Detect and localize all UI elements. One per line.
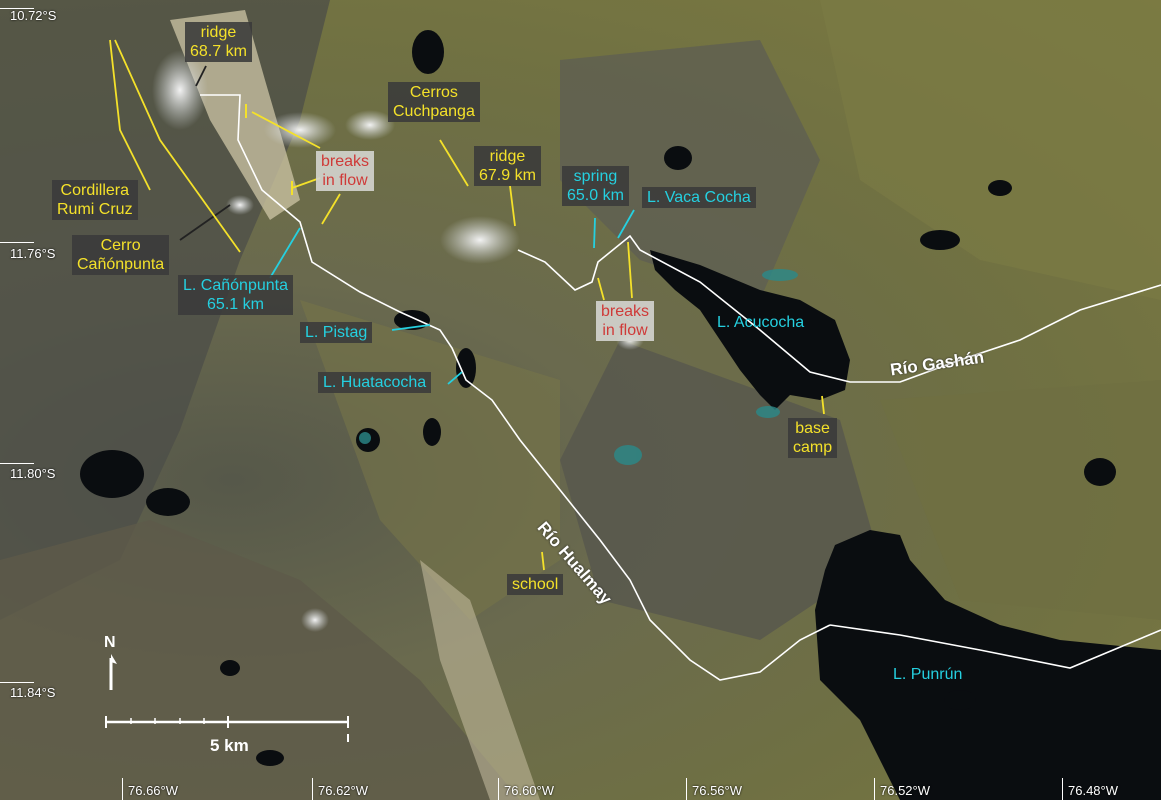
label-line: breaks [321,153,370,170]
lon-label-5: 76.52°W [880,783,931,798]
label-l-huatacocha: L. Huatacocha [318,372,432,393]
lon-label-2: 76.62°W [318,783,369,798]
leader-cerro-canonpunta [179,204,231,241]
rivers [200,94,1161,681]
leader-ridge-67-9 [509,185,516,227]
punrun-outlet-line [829,624,1161,669]
leader-breaks-2a [627,241,633,299]
label-line: ridge [200,24,237,41]
lon-label-6: 76.48°W [1068,783,1119,798]
leader-school [541,551,545,571]
leader-spring [593,217,596,249]
label-line: 67.9 km [479,167,536,184]
leader-lines [109,39,825,571]
label-line: L. Acucocha [717,314,805,331]
label-ridge-67-9: ridge 67.9 km [474,146,541,186]
leader-breaks-2b [597,277,605,301]
label-line: Cerro [100,237,141,254]
label-line: in flow [602,322,648,339]
label-line: spring [573,168,618,185]
label-line: 65.0 km [567,187,624,204]
label-line: ridge [489,148,526,165]
label-spring-65-0: spring 65.0 km [562,166,629,206]
label-l-punrun: L. Punrún [888,664,967,685]
lat-label-3: 11.80°S [10,466,56,481]
label-line: L. Cañónpunta [183,277,288,294]
label-line: Cerros [409,84,458,101]
lon-tick-2 [312,778,313,800]
lat-tick-4 [0,682,34,683]
lat-tick-1 [0,8,34,9]
lon-tick-4 [686,778,687,800]
lat-tick-2 [0,242,34,243]
label-ridge-68-7: ridge 68.7 km [185,22,252,62]
scale-bar-label: 5 km [210,736,249,755]
label-l-acucocha: L. Acucocha [712,312,809,333]
label-breaks-in-flow-1: breaks in flow [316,151,375,191]
label-line: L. Huatacocha [323,374,427,391]
label-line: 65.1 km [207,296,264,313]
leader-cuchpanga [439,139,469,187]
lon-tick-1 [122,778,123,800]
leader-breaks-1b [291,177,321,189]
lat-tick-3 [0,463,34,464]
lon-tick-6 [1062,778,1063,800]
north-arrow-icon [109,654,117,690]
label-l-pistag: L. Pistag [300,322,373,343]
label-line: Cordillera [60,182,130,199]
label-line: school [512,576,559,593]
leader-breaks-1c [321,193,341,225]
lon-label-1: 76.66°W [128,783,179,798]
rio-hualmay-line [200,94,831,681]
scale-bar [105,716,349,742]
label-school: school [507,574,564,595]
upper-river-line [517,234,1161,383]
label-line: Cuchpanga [393,103,475,120]
label-base-camp: base camp [788,418,838,458]
label-line: L. Vaca Cocha [647,189,751,206]
label-line: camp [793,439,833,456]
leader-pistag [391,324,431,331]
leader-cordillera [114,39,241,253]
label-breaks-in-flow-2: breaks in flow [596,301,655,341]
label-line: in flow [322,172,368,189]
lon-label-4: 76.56°W [692,783,743,798]
lon-tick-5 [874,778,875,800]
label-l-vaca-cocha: L. Vaca Cocha [642,187,756,208]
label-line: base [795,420,830,437]
label-line: breaks [601,303,650,320]
leader-huatacocha [447,371,463,385]
leader-cordillera-2 [109,39,151,191]
north-arrow-label: N [104,634,116,651]
lat-label-4: 11.84°S [10,685,56,700]
leader-base-camp [821,395,825,415]
leader-breaks-1a [251,111,321,149]
label-line: Cañónpunta [77,256,165,273]
label-l-canonpunta: L. Cañónpunta 65.1 km [178,275,293,315]
lat-label-2: 11.76°S [10,246,56,261]
turquoise-lakes [359,269,798,465]
label-line: L. Pistag [305,324,368,341]
label-line: 68.7 km [190,43,247,60]
leader-ticks [245,104,293,195]
lon-tick-3 [498,778,499,800]
lakes [80,30,1161,800]
label-line: Rumi Cruz [57,201,133,218]
lat-label-1: 10.72°S [10,8,57,23]
lon-label-3: 76.60°W [504,783,555,798]
leader-canonpunta [269,227,301,279]
label-line: L. Punrún [893,666,963,683]
leader-vaca-cocha [617,209,635,239]
leader-ridge-68-7 [195,65,207,87]
